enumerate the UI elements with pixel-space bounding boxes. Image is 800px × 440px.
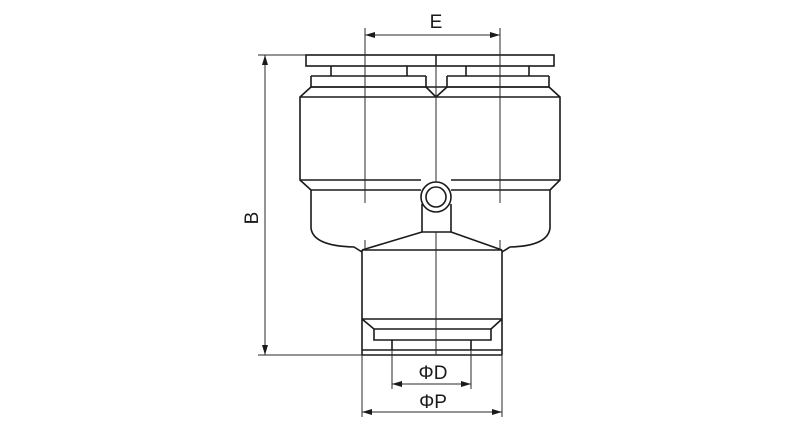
top-release-ring — [305, 54, 555, 67]
dimension-b-label: B — [242, 212, 263, 225]
dimension-e-label: E — [430, 12, 443, 33]
upper-body — [299, 55, 561, 253]
dimension-d: ΦD — [391, 350, 472, 389]
dimension-p-label: ΦP — [419, 392, 447, 413]
collet-stems — [311, 66, 549, 77]
left-collet-flange — [310, 76, 427, 88]
port-centerlines — [364, 28, 501, 250]
dimension-b: B — [242, 54, 362, 356]
dimension-d-label: ΦD — [419, 363, 448, 384]
dimension-p: ΦP — [361, 355, 503, 417]
right-collet-flange — [446, 76, 550, 88]
lower-body — [361, 232, 503, 356]
mounting-lug — [361, 181, 503, 251]
dimension-e: E — [365, 12, 500, 38]
